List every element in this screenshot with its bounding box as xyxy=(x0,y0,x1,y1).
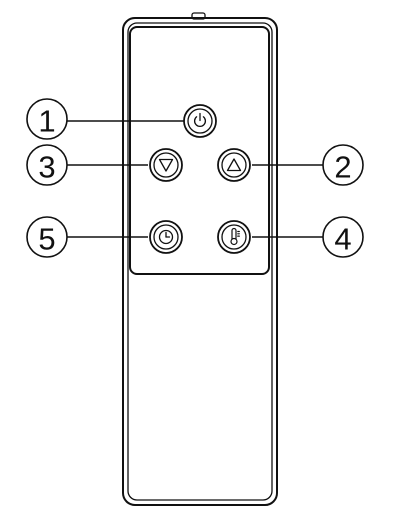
callout-label-1: 1 xyxy=(38,104,55,139)
power-icon xyxy=(194,112,206,128)
callout-2: 2 xyxy=(322,144,364,186)
remote-top-nub xyxy=(191,12,206,20)
temperature-button[interactable] xyxy=(217,220,251,254)
triangle-up-icon xyxy=(226,158,242,172)
remote-body xyxy=(122,12,278,506)
callout-5: 5 xyxy=(26,216,68,258)
callout-label-3: 3 xyxy=(38,150,55,185)
callout-label-2: 2 xyxy=(334,150,351,185)
power-button[interactable] xyxy=(183,104,217,138)
thermometer-icon xyxy=(230,227,240,246)
down-button[interactable] xyxy=(149,148,183,182)
callout-1: 1 xyxy=(26,98,68,140)
callout-3: 3 xyxy=(26,144,68,186)
button-panel xyxy=(129,26,270,275)
callout-label-4: 4 xyxy=(334,222,351,257)
up-button[interactable] xyxy=(217,148,251,182)
callout-label-5: 5 xyxy=(38,222,55,257)
remote-outer-shell xyxy=(122,17,278,506)
leader-lines xyxy=(67,120,323,238)
remote-inner-edge xyxy=(127,22,273,501)
timer-button[interactable] xyxy=(149,220,183,254)
callout-4: 4 xyxy=(322,216,364,258)
clock-icon xyxy=(158,229,174,245)
triangle-down-icon xyxy=(158,158,174,172)
